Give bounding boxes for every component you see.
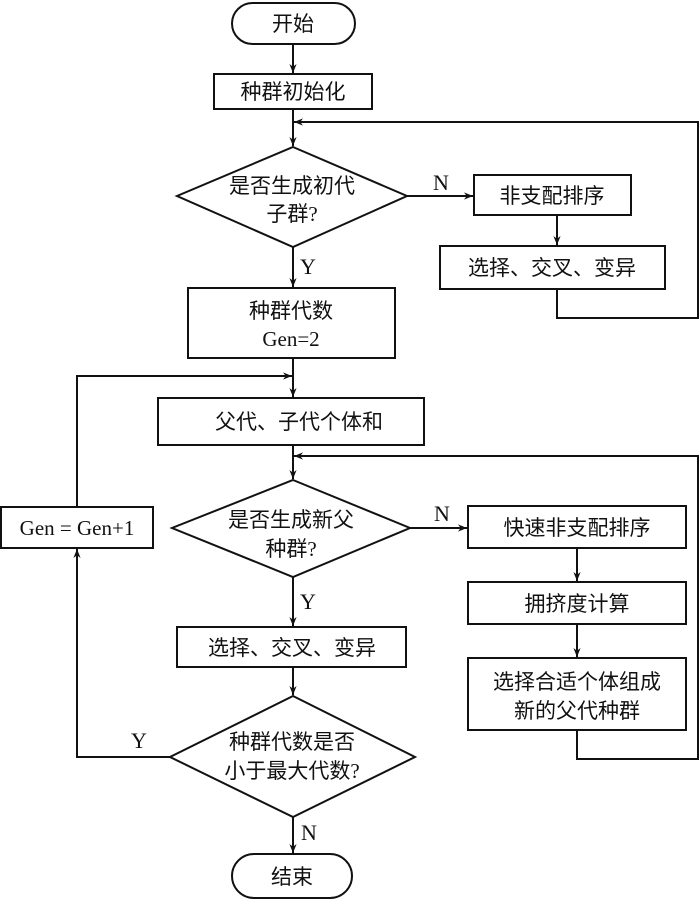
d2-yes-label: Y bbox=[300, 589, 316, 614]
gen-increment-label: Gen = Gen+1 bbox=[20, 516, 135, 540]
decision3-node: 种群代数是否 小于最大代数? bbox=[167, 694, 418, 819]
fast-nondominated-sort-node: 快速非支配排序 bbox=[467, 505, 687, 549]
loop-top-return bbox=[294, 118, 699, 319]
loop-right-return bbox=[294, 452, 699, 760]
end-node: 结束 bbox=[231, 853, 353, 899]
select-new-parents-node: 选择合适个体组成 新的父代种群 bbox=[467, 657, 687, 731]
decision2-label-line1: 是否生成新父 bbox=[228, 508, 354, 532]
combine-node: 父代、子代个体和 bbox=[157, 397, 425, 446]
decision3-label-line1: 种群代数是否 bbox=[229, 730, 355, 754]
select-new-parents-label-line2: 新的父代种群 bbox=[514, 699, 640, 723]
fast-nondominated-sort-label: 快速非支配排序 bbox=[504, 516, 651, 540]
decision2-node: 是否生成新父 种群? bbox=[169, 478, 413, 579]
end-label: 结束 bbox=[271, 865, 313, 889]
loop-left-return bbox=[76, 372, 292, 507]
select-cross-mutate-2-node: 选择、交叉、变异 bbox=[176, 626, 407, 668]
gen-count-label-line1: 种群代数 bbox=[249, 299, 333, 323]
decision3-label-line2: 小于最大代数? bbox=[224, 759, 359, 783]
decision2-label-line2: 种群? bbox=[265, 537, 316, 561]
decision1-node: 是否生成初代 子群? bbox=[174, 145, 410, 249]
start-node: 开始 bbox=[231, 2, 356, 45]
select-cross-mutate-1-label: 选择、交叉、变异 bbox=[468, 256, 636, 280]
select-cross-mutate-1-node: 选择、交叉、变异 bbox=[439, 245, 666, 290]
gen-count-node: 种群代数 Gen=2 bbox=[187, 287, 396, 359]
nondominated-sort-label: 非支配排序 bbox=[500, 184, 605, 208]
decision1-label-line1: 是否生成初代 bbox=[229, 174, 355, 198]
select-cross-mutate-2-label: 选择、交叉、变异 bbox=[208, 636, 376, 660]
select-new-parents-label-line1: 选择合适个体组成 bbox=[493, 670, 661, 694]
nondominated-sort-node: 非支配排序 bbox=[473, 174, 632, 216]
d1-no-label: N bbox=[433, 170, 449, 195]
gen-count-label-line2: Gen=2 bbox=[262, 327, 319, 351]
crowding-distance-node: 拥挤度计算 bbox=[467, 581, 687, 625]
decision1-label-line2: 子群? bbox=[266, 202, 317, 226]
d2-no-label: N bbox=[434, 501, 450, 526]
arrow-d3-yes bbox=[73, 549, 170, 758]
init-label: 种群初始化 bbox=[241, 80, 346, 104]
d1-yes-label: Y bbox=[300, 254, 316, 279]
d3-no-label: N bbox=[301, 820, 317, 845]
combine-label: 父代、子代个体和 bbox=[215, 410, 383, 434]
crowding-distance-label: 拥挤度计算 bbox=[525, 592, 630, 616]
d3-yes-label: Y bbox=[131, 728, 147, 753]
start-label: 开始 bbox=[272, 12, 314, 36]
gen-increment-node: Gen = Gen+1 bbox=[0, 506, 154, 549]
init-node: 种群初始化 bbox=[213, 73, 373, 110]
